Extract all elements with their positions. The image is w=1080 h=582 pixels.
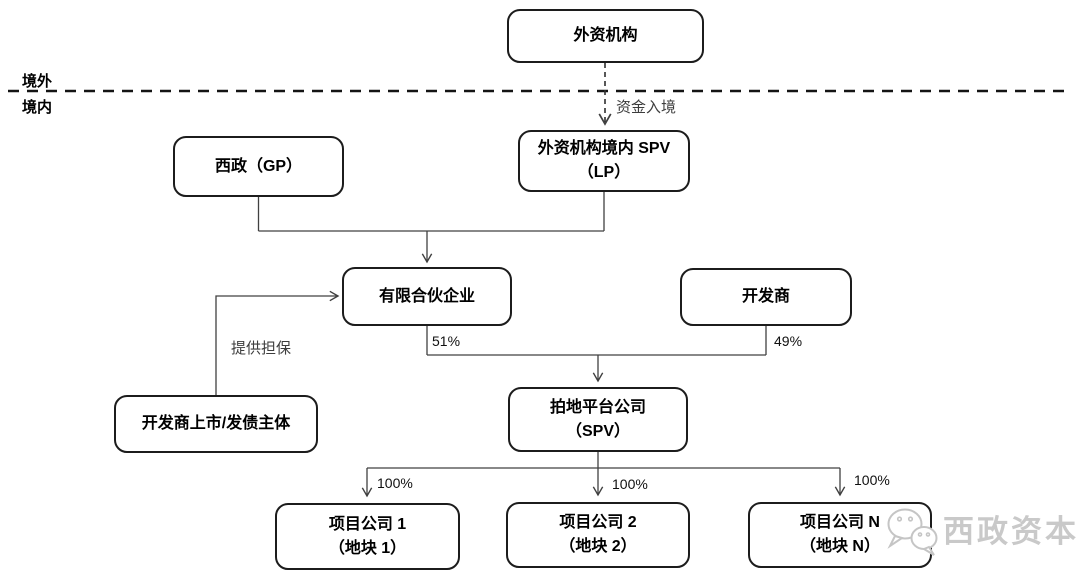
lp-share-label: 51% — [432, 333, 461, 349]
node-xizheng-gp: 西政（GP） — [173, 136, 344, 197]
guarantee-arrow — [215, 290, 340, 395]
node-project-company-1: 项目公司 1 （地块 1） — [275, 503, 460, 570]
node-label-line2: （地块 1） — [328, 539, 407, 557]
node-developer: 开发商 — [680, 268, 852, 326]
project2-share-label: 100% — [612, 476, 648, 492]
node-project-company-2: 项目公司 2 （地块 2） — [506, 502, 690, 568]
wechat-bubbles-icon — [887, 508, 938, 556]
node-label-line2: （地块 N） — [799, 538, 880, 555]
node-label-line1: 项目公司 N — [799, 514, 880, 531]
node-label: 有限合伙企业 — [378, 287, 475, 305]
watermark: 西政资本 — [884, 505, 1079, 557]
node-label-line1: 外资机构境内 SPV — [537, 140, 671, 157]
watermark-brand-text: 西政资本 — [943, 513, 1079, 549]
node-label-line1: 项目公司 1 — [328, 515, 407, 533]
onshore-label: 境内 — [22, 99, 53, 116]
node-label-line2: （地块 2） — [559, 538, 637, 555]
developer-share-label: 49% — [774, 333, 803, 349]
node-label-line1: 拍地平台公司 — [549, 398, 646, 416]
node-label-line1: 项目公司 2 — [559, 514, 637, 531]
node-land-platform-spv: 拍地平台公司 （SPV） — [508, 387, 688, 452]
node-label: 西政（GP） — [214, 157, 303, 175]
capital-inbound-label: 资金入境 — [616, 99, 677, 116]
node-label-line2: （LP） — [577, 164, 631, 181]
solid-connectors — [215, 192, 846, 498]
node-label: 开发商上市/发债主体 — [141, 415, 291, 432]
project1-share-label: 100% — [377, 475, 413, 491]
offshore-label: 境外 — [22, 73, 53, 90]
node-label: 开发商 — [741, 288, 790, 305]
node-label-line2: （SPV） — [565, 422, 631, 440]
projectN-share-label: 100% — [854, 472, 890, 488]
node-limited-partnership: 有限合伙企业 — [342, 267, 512, 326]
node-label: 外资机构 — [573, 27, 638, 44]
node-developer-listed-entity: 开发商上市/发债主体 — [114, 395, 318, 453]
node-foreign-institution: 外资机构 — [507, 9, 704, 63]
node-foreign-spv-lp: 外资机构境内 SPV （LP） — [518, 130, 690, 192]
guarantee-label: 提供担保 — [231, 340, 292, 357]
